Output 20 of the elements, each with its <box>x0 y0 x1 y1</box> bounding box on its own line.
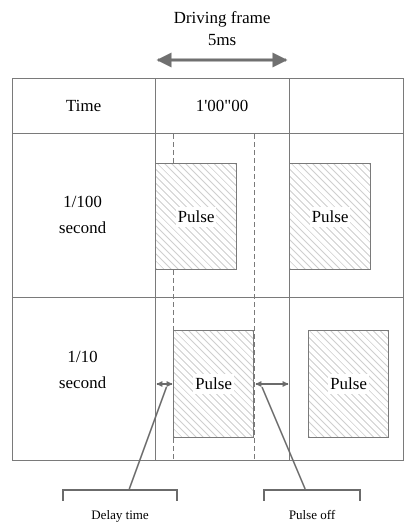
row-header: 1/10 second <box>58 346 108 394</box>
pulse-label: Pulse <box>328 374 369 394</box>
dimension-arrow <box>255 380 289 388</box>
callout-label: Delay time <box>91 507 149 523</box>
pulse-box <box>155 163 237 270</box>
pulse-label: Pulse <box>310 206 350 226</box>
pulse-label: Pulse <box>176 206 216 226</box>
pulse-box <box>173 330 254 438</box>
row-header: 1/100 second <box>58 191 108 239</box>
column-header: Time <box>66 94 102 117</box>
column-header: 1'00"00 <box>196 94 248 117</box>
bracket-callout <box>62 489 178 523</box>
pulse-label: Pulse <box>193 374 234 394</box>
dimension-arrow <box>156 380 173 388</box>
leader-line <box>261 386 306 490</box>
pulse-box <box>308 330 389 438</box>
dimension-label: Driving frame 5ms <box>172 7 272 51</box>
callout-label: Pulse off <box>288 507 336 523</box>
pulse-box <box>289 163 371 270</box>
leader-line <box>128 386 168 490</box>
